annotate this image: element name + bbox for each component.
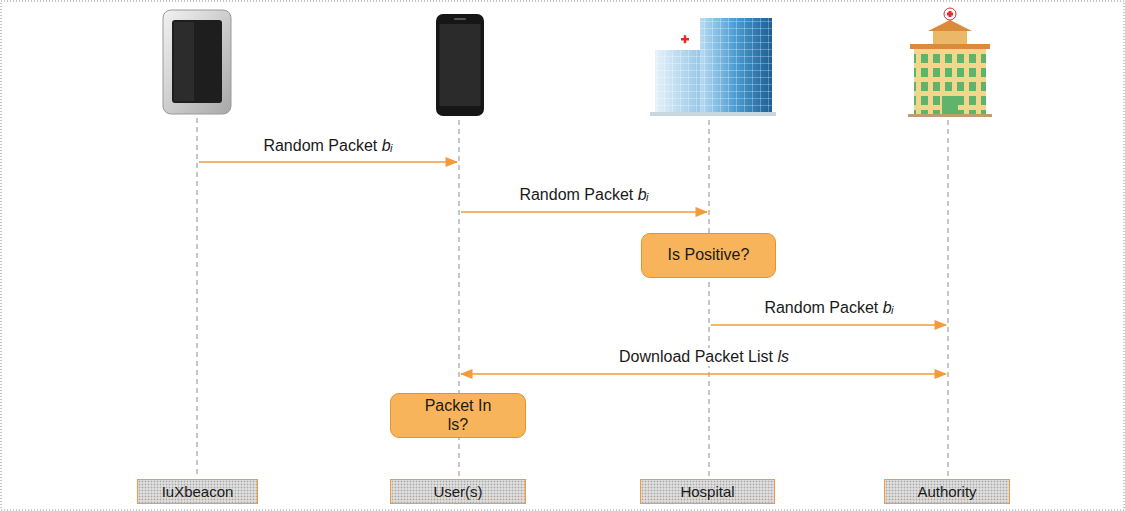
authority-icon: [908, 8, 992, 117]
message-label: Random Packet bᵢ: [761, 299, 896, 317]
message-label: Random Packet bᵢ: [260, 137, 395, 155]
actor-label: Authority: [884, 479, 1010, 504]
phone-icon: [436, 14, 484, 116]
message-arrow: [711, 324, 946, 326]
actor-label: IuXbeacon: [137, 479, 258, 504]
beacon-icon: [163, 10, 231, 114]
decision-box: Is Positive?: [641, 233, 776, 278]
message-label: Download Packet List ls: [616, 348, 792, 366]
node-text: Packet In ls?: [417, 397, 499, 434]
lifeline: [196, 118, 197, 478]
decision-box: Packet In ls?: [390, 393, 526, 438]
lifeline: [708, 120, 709, 478]
message-arrow: [461, 211, 707, 213]
actor-label: User(s): [390, 479, 526, 504]
node-text: IuXbeacon: [162, 483, 234, 500]
message-arrow: [199, 161, 457, 163]
node-text: Hospital: [680, 483, 734, 500]
lifelines: [197, 118, 948, 478]
actor-label: Hospital: [640, 479, 775, 504]
message-label: Random Packet bᵢ: [516, 186, 651, 204]
node-text: Authority: [917, 483, 976, 500]
node-text: Is Positive?: [668, 246, 750, 264]
hospital-icon: [650, 18, 776, 116]
lifeline: [947, 120, 948, 478]
node-text: User(s): [433, 483, 482, 500]
message-arrow: [461, 373, 946, 375]
